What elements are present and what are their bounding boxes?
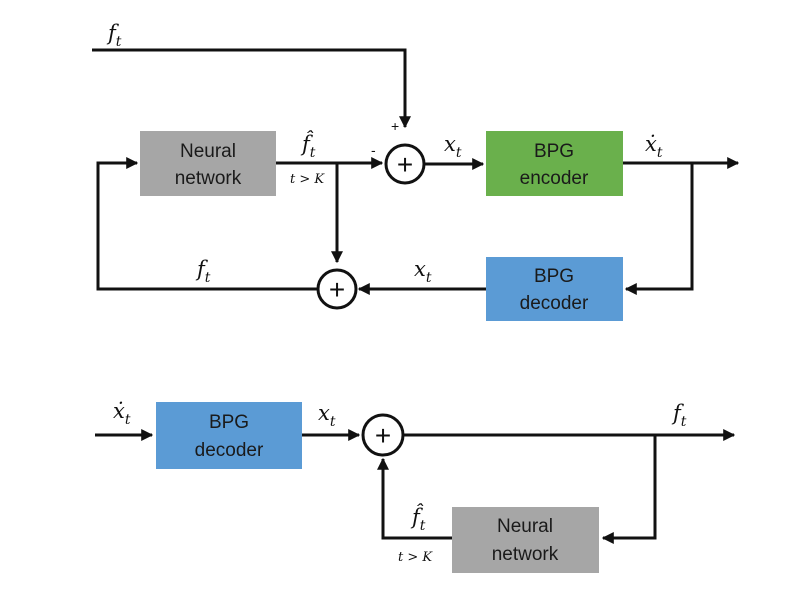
decoder-prediction-condition: t > K [398,550,433,565]
minus-sign: - [371,142,376,158]
neural-network-line1: Neural [180,141,236,162]
decoder-neural-network-box [452,507,599,573]
reconstructed-feedback-wire [96,157,318,291]
bpg-encoder-line2: encoder [520,168,589,189]
neural-network-line2: network [175,168,242,189]
bpg-encoder-line1: BPG [534,141,574,162]
decoder-decoded-label: xt [318,401,336,430]
decoder-prediction-wire [377,457,452,540]
decoder-add-node-symbol: + [375,420,391,451]
decoder-feedback-wire [601,435,657,544]
decoder-output-label: ft [671,401,687,430]
decoded-label: xt [414,257,432,286]
decoder-diagram: ẋt BPG decoder xt + ft Neural network f̂… [95,399,736,573]
bpg-decoder-line1: BPG [534,266,574,287]
subtract-node-symbol: + [397,149,413,180]
prediction-label: f̂t [300,131,316,161]
input-frame-label: ft [106,21,122,50]
input-wire [92,48,411,129]
encoded-label: ẋt [645,132,663,161]
bpg-decoder-line2: decoder [520,293,589,314]
bpg-encoder-box [486,131,623,196]
decoder-bpg-decoder-line2: decoder [195,440,264,461]
decoder-prediction-label: f̂t [410,504,426,534]
decoder-bpg-decoder-line1: BPG [209,412,249,433]
decoder-neural-network-line1: Neural [497,516,553,537]
decoder-bpg-decoder-box [156,402,302,469]
decoder-neural-network-line2: network [492,544,559,565]
neural-network-box [140,131,276,196]
residual-label: xt [444,132,462,161]
prediction-condition: t > K [290,172,325,187]
plus-sign: + [391,118,399,134]
bpg-decoder-box [486,257,623,321]
decoder-input-label: ẋt [113,399,131,428]
reconstructed-label: ft [195,257,211,286]
encoded-feedback-wire [624,163,694,295]
encoder-diagram: ft Neural network f̂t t > K + - + xt BPG… [92,21,740,321]
add-node-symbol: + [329,274,345,305]
